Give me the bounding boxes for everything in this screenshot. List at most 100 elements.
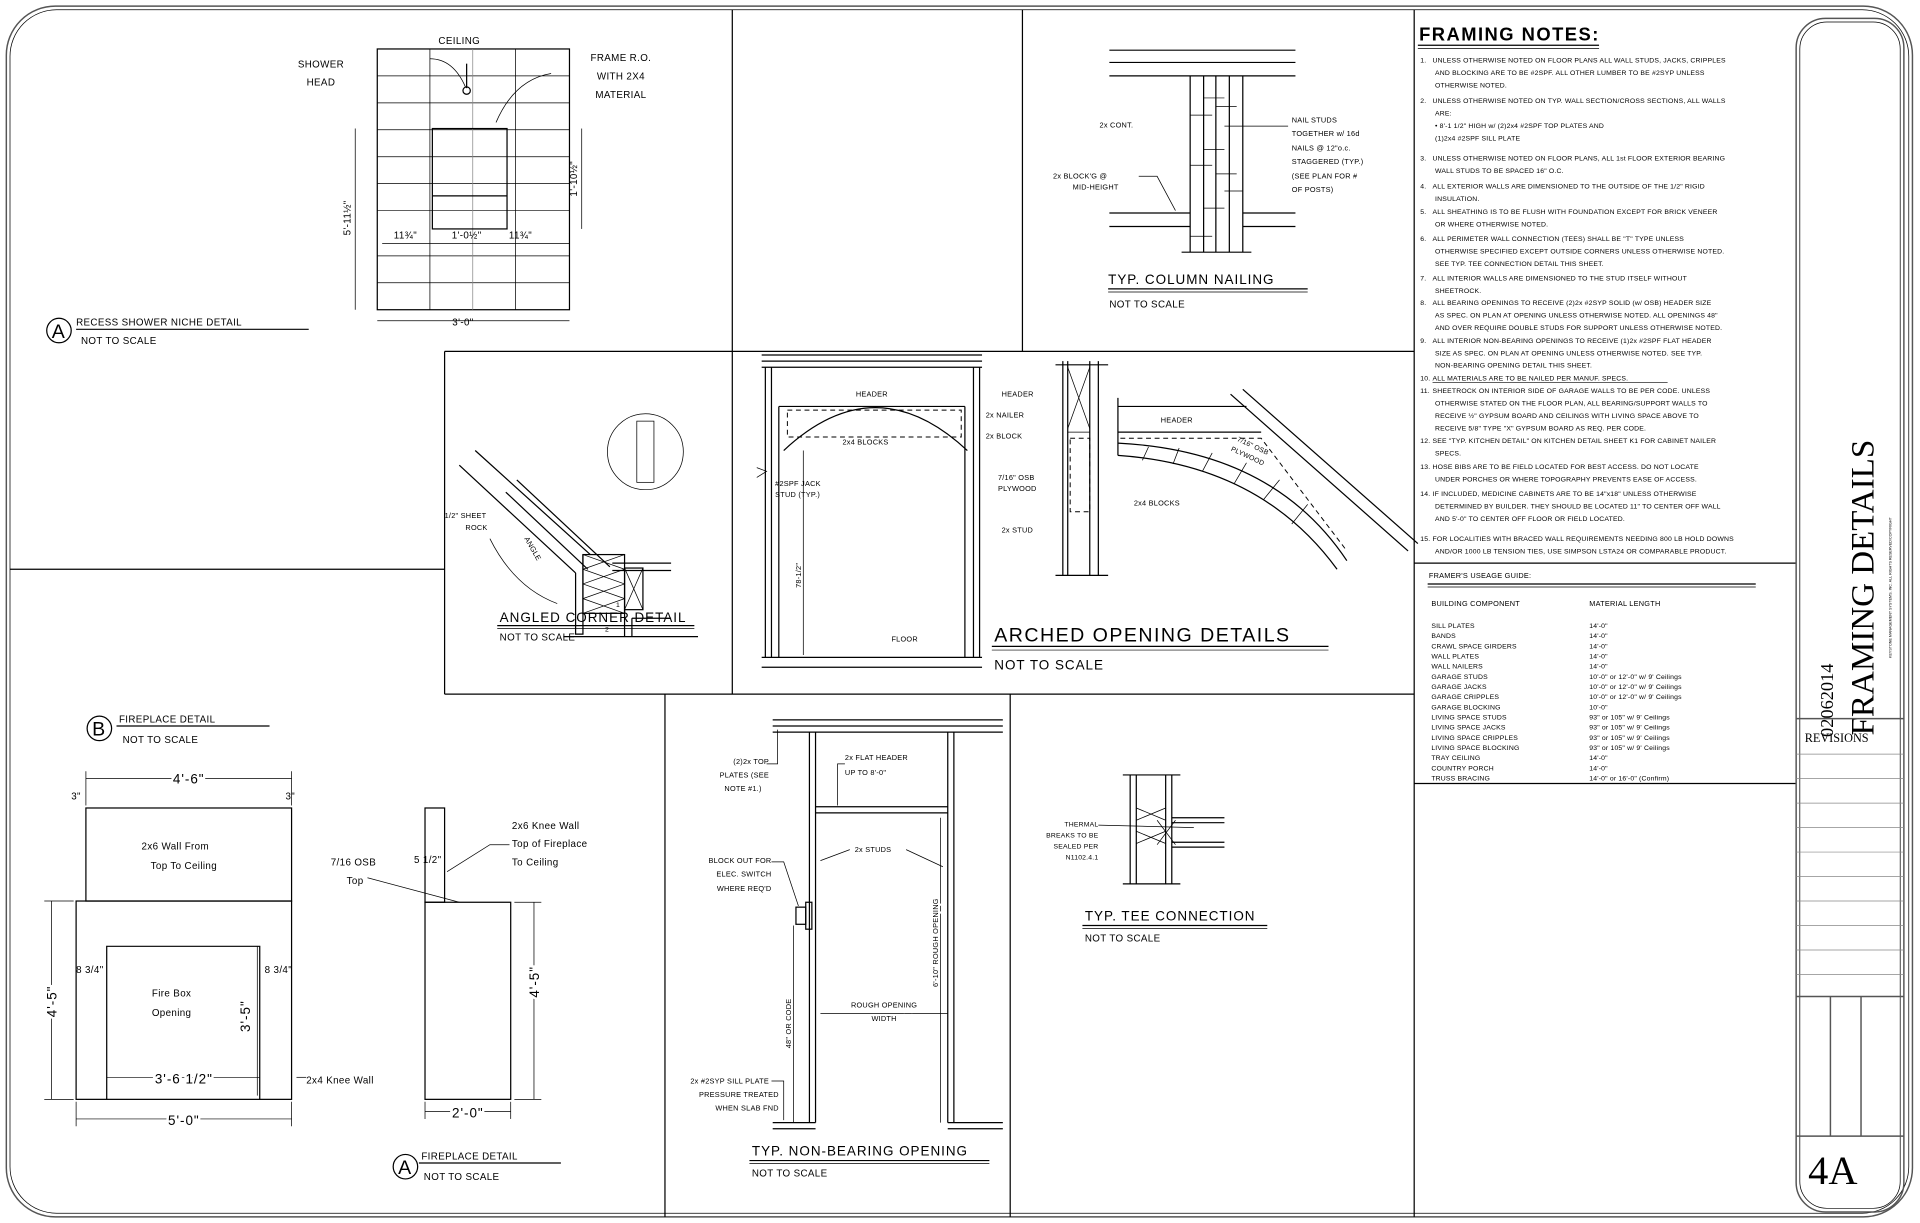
rough-opening-height: 6'-10" ROUGH OPENING: [931, 898, 940, 987]
nail-label: NAIL STUDS: [1292, 115, 1337, 124]
usage-row-length: 93" or 105" w/ 9' Ceilings: [1589, 725, 1670, 732]
detail-scale: NOT TO SCALE: [123, 735, 199, 746]
usage-row-component: WALL PLATES: [1431, 654, 1479, 661]
note-line: SHEETROCK ON INTERIOR SIDE OF GARAGE WAL…: [1433, 388, 1711, 395]
usage-row-length: 14'-0": [1589, 765, 1608, 772]
header-label: HEADER: [1161, 415, 1193, 424]
offset-dimension: 3": [71, 791, 81, 802]
note-line: OTHERWISE SPECIFIED EXCEPT OUTSIDE CORNE…: [1435, 249, 1724, 256]
frame-label: WITH 2X4: [597, 72, 645, 83]
center-dimension: 1'-0½": [452, 231, 482, 242]
note-line: OR WHERE OTHERWISE NOTED.: [1435, 222, 1548, 229]
note-number: 10.: [1420, 376, 1430, 383]
usage-row-length: 10'-0" or 12'-0" w/ 9' Ceilings: [1589, 684, 1682, 691]
note-line: IF INCLUDED, MEDICINE CABINETS ARE TO BE…: [1433, 491, 1697, 498]
left-dimension: 11¾": [394, 231, 417, 242]
usage-row-component: GARAGE STUDS: [1431, 674, 1488, 681]
frame-label: FRAME R.O.: [591, 53, 652, 64]
knee-wall-label: To Ceiling: [512, 858, 559, 869]
usage-row-component: GARAGE CRIPPLES: [1431, 694, 1499, 701]
usage-row-component: TRUSS BRACING: [1431, 775, 1490, 782]
non-bearing-drawing: [766, 719, 1003, 1130]
note-number: 1.: [1420, 57, 1426, 64]
ceiling-label: CEILING: [438, 36, 480, 47]
note-line: (1)2x4 #2SPF SILL PLATE: [1435, 135, 1520, 142]
fireplace-elevation-drawing: [44, 771, 307, 1127]
column-drawing: [1109, 49, 1296, 253]
studs-label: 2x STUDS: [855, 845, 892, 854]
note-line: HOSE BIBS ARE TO BE FIELD LOCATED FOR BE…: [1433, 464, 1699, 471]
note-number: 7.: [1420, 275, 1426, 282]
note-line: AND 5'-0" TO CENTER OFF FLOOR OR FIELD L…: [1435, 516, 1625, 523]
depth-dimension: 2'-0": [452, 1106, 484, 1121]
note-line: UNLESS OTHERWISE NOTED ON TYP. WALL SECT…: [1433, 98, 1726, 105]
firebox-label: Fire Box: [152, 989, 191, 1000]
sheetrock-label: ROCK: [465, 523, 487, 532]
detail-marker-letter: B: [92, 719, 107, 741]
height-dimension: 4'-5": [527, 966, 542, 998]
usage-row-length: 14'-0": [1589, 654, 1608, 661]
note-line: INSULATION.: [1435, 196, 1479, 203]
detail-scale: NOT TO SCALE: [994, 658, 1104, 673]
shower-head-icon: [462, 86, 471, 95]
jack-stud-label: #2SPF JACK: [775, 479, 821, 488]
note-number: 4.: [1420, 184, 1426, 191]
osb-label: 7/16 OSB: [331, 858, 376, 869]
thermal-break-label: N1102.4.1: [1066, 854, 1099, 861]
notes-title: FRAMING NOTES:: [1419, 23, 1600, 44]
osb-label: Top: [347, 876, 364, 887]
non-bearing-opening-detail: (2)2x TOP PLATES (SEE NOTE #1.) 2x FLAT …: [690, 719, 1003, 1179]
offset-dimension: 3": [285, 791, 295, 802]
note-line: ALL PERIMETER WALL CONNECTION (TEES) SHA…: [1433, 236, 1685, 243]
usage-row-component: GARAGE BLOCKING: [1431, 704, 1500, 711]
note-line: ARE:: [1435, 110, 1452, 117]
osb-label: 7/16" OSB: [998, 473, 1035, 482]
blocks-label: 2x4 BLOCKS: [842, 437, 888, 446]
sheet-number: 4A: [1808, 1148, 1857, 1193]
note-line: RECEIVE 5/8" TYPE "X" GYPSUM BOARD AS RE…: [1435, 425, 1646, 432]
height-dimension: 5'-11½": [342, 200, 353, 235]
fireplace-section-drawing: [367, 807, 542, 1119]
shower-head-label: HEAD: [307, 78, 336, 89]
rough-opening-width: ROUGH OPENING: [851, 1001, 917, 1010]
angled-corner-detail: 1 2 1/2" SHEET ROCK #2SPF JACK STUD (TYP…: [445, 413, 821, 643]
top-plates-label: (2)2x TOP: [733, 757, 769, 766]
usage-row-length: 10'-0" or 12'-0" w/ 9' Ceilings: [1589, 694, 1682, 701]
side-dimension: 8 3/4": [265, 965, 293, 976]
note-line: • 8'-1 1/2" HIGH w/ (2)2x4 #2SPF TOP PLA…: [1435, 123, 1604, 130]
usage-row-component: CRAWL SPACE GIRDERS: [1431, 643, 1517, 650]
note-number: 15.: [1420, 536, 1430, 543]
usage-row-length: 93" or 105" w/ 9' Ceilings: [1589, 745, 1670, 752]
note-line: AND/OR 1000 LB TENSION TIES, USE SIMPSON…: [1435, 549, 1727, 556]
nail-label: TOGETHER w/ 16d: [1292, 129, 1360, 138]
total-width-dimension: 5'-0": [168, 1113, 200, 1128]
firebox-height-dimension: 3'-5": [238, 1000, 253, 1032]
note-line: SEE TYP. TEE CONNECTION DETAIL THIS SHEE…: [1435, 261, 1604, 268]
usage-guide-title: FRAMER'S USEAGE GUIDE:: [1429, 571, 1531, 580]
detail-scale: NOT TO SCALE: [424, 1172, 500, 1183]
arch-section-drawing: [1055, 361, 1109, 576]
usage-row-component: TRAY CEILING: [1431, 755, 1480, 762]
block-label: 2x BLOCK'G @: [1053, 172, 1107, 181]
arched-opening-detail: HEADER 2x4 BLOCKS 78-1/2" FLOOR HEADER 2…: [756, 354, 1419, 673]
panel-dividers: [10, 9, 1797, 1217]
top-plates-label: PLATES (SEE: [720, 770, 769, 779]
usage-row-component: LIVING SPACE JACKS: [1431, 725, 1506, 732]
note-number: 8.: [1420, 300, 1426, 307]
note-line: SPECS.: [1435, 451, 1461, 458]
nail-label: OF POSTS): [1292, 185, 1334, 194]
sill-plate-label: 2x #2SYP SILL PLATE: [690, 1076, 769, 1085]
callout-number: 2: [605, 627, 609, 634]
revisions-label: REVISIONS: [1805, 731, 1869, 745]
switch-block-label: ELEC. SWITCH: [716, 870, 771, 879]
fireplace-detail-b: B FIREPLACE DETAIL NOT TO SCALE 4'-6" 3"…: [42, 714, 376, 1130]
firebox-width-dimension: 3'-6 1/2": [155, 1071, 213, 1086]
switch-block-label: WHERE REQ'D: [717, 884, 772, 893]
date-code: 02062014: [1817, 664, 1837, 737]
note-number: 13.: [1420, 464, 1430, 471]
usage-row-component: BANDS: [1431, 633, 1456, 640]
shower-head-label: SHOWER: [298, 59, 344, 70]
usage-row-length: 14'-0": [1589, 623, 1608, 630]
